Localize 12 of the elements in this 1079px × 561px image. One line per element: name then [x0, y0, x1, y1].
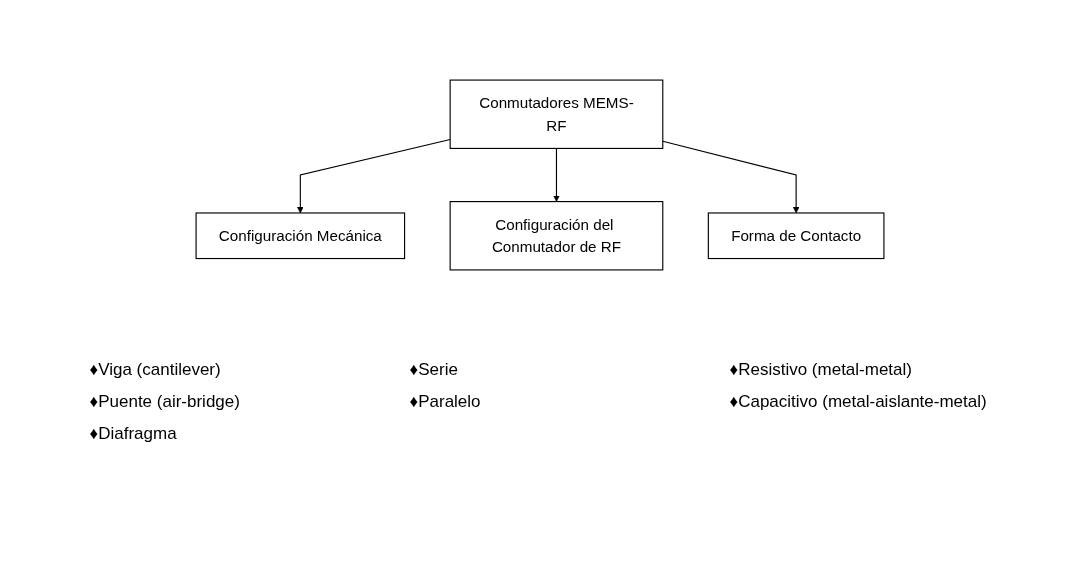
bullet-item: ♦Puente (air-bridge) [89, 392, 241, 412]
bullet-item: ♦Paralelo [409, 392, 482, 412]
bullet-item: ♦Resistivo (metal-metal) [729, 360, 913, 380]
node-box: Forma de Contacto [707, 212, 884, 260]
bullet-item: ♦Viga (cantilever) [89, 360, 222, 380]
bullet-item: ♦Capacitivo (metal-aislante-metal) [729, 392, 988, 412]
arrow [552, 147, 560, 202]
bullet-item: ♦Serie [409, 360, 459, 380]
bullet-item: ♦Diafragma [89, 424, 178, 444]
node-box: Configuración Mecánica [195, 212, 405, 260]
node-box: Conmutadores MEMS-RF [449, 79, 663, 149]
node-box: Configuración del Conmutador de RF [449, 201, 663, 271]
